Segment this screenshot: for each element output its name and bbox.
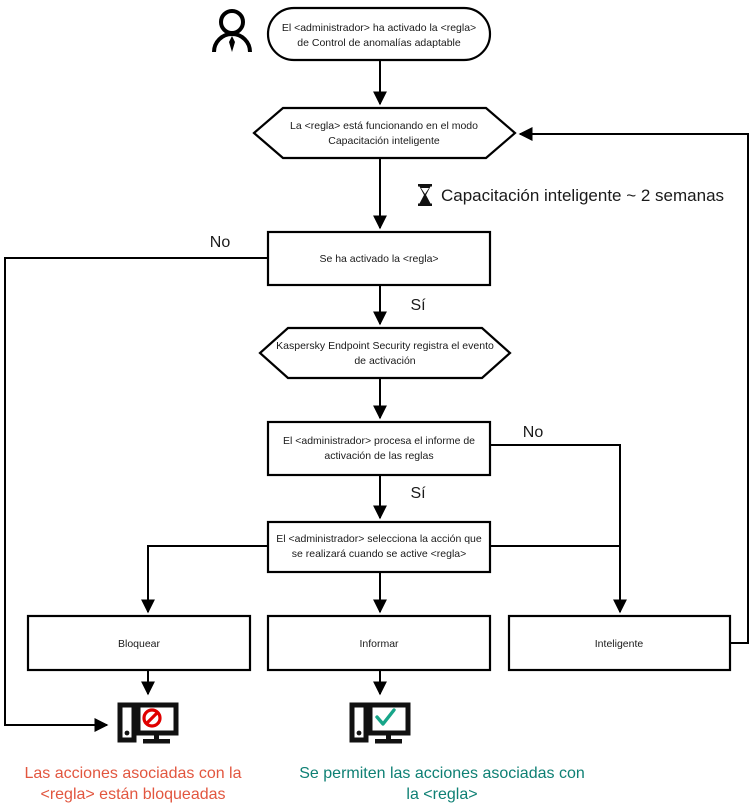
node-admin-action-line2: se realizará cuando se active <regla> — [292, 548, 467, 560]
outcome-blocked-caption: Las acciones asociadas con la <regla> es… — [24, 765, 241, 803]
node-event-logged: Kaspersky Endpoint Security registra el … — [258, 326, 512, 380]
node-admin-report-line2: activación de las reglas — [324, 450, 433, 462]
edge-label-report-no: No — [523, 424, 544, 441]
edge-label-report-yes: Sí — [410, 485, 426, 502]
node-event-logged-line1: Kaspersky Endpoint Security registra el … — [276, 340, 494, 352]
node-admin-report-line1: El <administrador> procesa el informe de — [283, 435, 475, 447]
monitor-blocked-icon — [117, 702, 179, 744]
monitor-allowed-icon — [349, 702, 411, 744]
node-admin-action-line1: El <administrador> selecciona la acción … — [276, 533, 482, 545]
outcome-blocked-line1: Las acciones asociadas con la — [24, 765, 241, 782]
node-action-block-label: Bloquear — [118, 638, 161, 650]
edge-triggered-no-to-blocked — [4, 257, 268, 732]
node-start-line1: El <administrador> ha activado la <regla… — [282, 22, 476, 34]
training-duration-note: Capacitación inteligente ~ 2 semanas — [418, 184, 724, 206]
node-action-block: Bloquear — [26, 614, 252, 672]
outcome-blocked-line2: <regla> están bloqueadas — [40, 786, 225, 803]
node-training-mode: La <regla> está funcionando en el modo C… — [252, 106, 517, 160]
node-start-line2: de Control de anomalías adaptable — [297, 37, 461, 49]
outcome-allowed-line1: Se permiten las acciones asociadas con — [299, 765, 585, 782]
edge-smart-loopback-to-training — [518, 127, 749, 644]
node-event-logged-line2: de activación — [354, 355, 415, 367]
edge-action-left-to-block — [141, 545, 268, 614]
node-action-smart: Inteligente — [507, 614, 732, 672]
node-rule-triggered: Se ha activado la <regla> — [266, 230, 492, 287]
node-training-line1: La <regla> está funcionando en el modo — [290, 120, 478, 132]
outcome-allowed-line2: la <regla> — [406, 786, 477, 803]
person-icon — [212, 9, 252, 53]
edge-label-triggered-yes: Sí — [410, 297, 426, 314]
node-action-smart-label: Inteligente — [595, 638, 644, 650]
node-start: El <administrador> ha activado la <regla… — [266, 6, 492, 62]
hourglass-icon — [418, 184, 432, 206]
training-duration-text: Capacitación inteligente ~ 2 semanas — [441, 186, 724, 205]
node-training-line2: Capacitación inteligente — [328, 135, 440, 147]
node-action-report: Informar — [266, 614, 492, 672]
node-rule-triggered-label: Se ha activado la <regla> — [319, 253, 438, 265]
node-admin-action: El <administrador> selecciona la acción … — [266, 520, 492, 574]
edge-report-no-to-smart — [490, 444, 627, 614]
edge-label-triggered-no: No — [210, 234, 231, 251]
outcome-allowed-caption: Se permiten las acciones asociadas con l… — [299, 765, 585, 803]
node-admin-report: El <administrador> procesa el informe de… — [266, 420, 492, 477]
node-action-report-label: Informar — [359, 638, 399, 650]
